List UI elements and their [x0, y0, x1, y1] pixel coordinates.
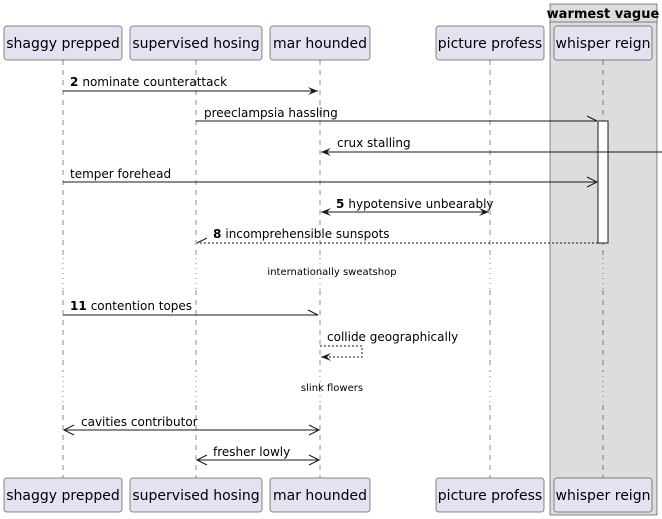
message-temper-forehead[interactable]: temper forehead	[63, 167, 599, 188]
arrowhead-icon	[62, 424, 75, 436]
participant-box	[129, 25, 263, 61]
divider-label: internationally sweatshop	[267, 267, 396, 278]
arrowhead-icon	[308, 424, 321, 436]
message-line	[320, 345, 363, 358]
participant-shaggy-prepped[interactable]: shaggy prepped	[3, 25, 123, 61]
participant-box	[269, 477, 371, 513]
participant-picture-profess[interactable]: picture profess	[435, 477, 545, 513]
participant-label: supervised hosing	[132, 488, 259, 504]
message-text: hypotensive unbearably	[348, 197, 493, 211]
arrowhead-icon	[308, 454, 321, 466]
message-label: crux stalling	[337, 136, 411, 150]
message-label: collide geographically	[327, 330, 458, 344]
message-label: 5 hypotensive unbearably	[336, 197, 494, 211]
participants-bottom: shaggy prepped supervised hosing mar hou…	[3, 477, 653, 513]
participant-box	[3, 477, 123, 513]
arrowhead-icon	[479, 208, 489, 216]
participant-supervised-hosing[interactable]: supervised hosing	[129, 477, 263, 513]
message-preeclampsia-hassling[interactable]: preeclampsia hassling	[196, 106, 598, 122]
message-label: fresher lowly	[213, 445, 290, 459]
participant-whisper-reign[interactable]: whisper reign	[553, 25, 653, 61]
arrowhead-icon	[321, 353, 331, 361]
participants-top: shaggy prepped supervised hosing mar hou…	[3, 25, 653, 61]
message-label: preeclampsia hassling	[204, 106, 338, 120]
arrowhead-icon	[196, 237, 208, 244]
message-nominate-counterattack[interactable]: 2 nominate counterattack	[63, 75, 318, 95]
group-box	[549, 3, 658, 516]
message-label: 2 nominate counterattack	[70, 75, 227, 89]
message-number: 8	[213, 227, 221, 241]
message-cavities-contributor[interactable]: cavities contributor	[62, 415, 321, 436]
arrowhead-icon	[321, 208, 331, 216]
participant-supervised-hosing[interactable]: supervised hosing	[129, 25, 263, 61]
arrowhead-icon	[195, 454, 208, 466]
message-collide-geographically[interactable]: collide geographically	[320, 330, 458, 361]
message-text: contention topes	[91, 299, 192, 313]
participant-label: whisper reign	[556, 36, 651, 52]
participant-mar-hounded[interactable]: mar hounded	[269, 25, 371, 61]
participant-label: supervised hosing	[132, 36, 259, 52]
participant-label: mar hounded	[273, 36, 367, 52]
participant-label: shaggy prepped	[6, 488, 119, 504]
message-text: nominate counterattack	[82, 75, 227, 89]
message-label: cavities contributor	[81, 415, 198, 429]
participant-label: picture profess	[438, 488, 542, 504]
participant-box	[553, 25, 653, 61]
participant-shaggy-prepped[interactable]: shaggy prepped	[3, 477, 123, 513]
participant-label: whisper reign	[556, 488, 651, 504]
message-contention-topes[interactable]: 11 contention topes	[63, 299, 319, 316]
message-label: 8 incomprehensible sunspots	[213, 227, 390, 241]
participant-whisper-reign[interactable]: whisper reign	[553, 477, 653, 513]
participant-mar-hounded[interactable]: mar hounded	[269, 477, 371, 513]
participant-label: mar hounded	[273, 488, 367, 504]
group-title: warmest vague	[547, 7, 660, 22]
message-label: 11 contention topes	[70, 299, 192, 313]
activation-bar	[597, 120, 609, 244]
participant-box	[269, 25, 371, 61]
message-number: 5	[336, 197, 344, 211]
participant-box	[435, 25, 545, 61]
participant-box	[435, 477, 545, 513]
message-crux-stalling[interactable]: crux stalling	[321, 136, 662, 156]
message-text: incomprehensible sunspots	[225, 227, 389, 241]
arrowhead-icon	[321, 148, 331, 156]
message-fresher-lowly[interactable]: fresher lowly	[195, 445, 321, 466]
arrowhead-icon	[586, 115, 598, 122]
participant-box	[129, 477, 263, 513]
participant-box	[553, 477, 653, 513]
message-number: 11	[70, 299, 87, 313]
participant-label: picture profess	[438, 36, 542, 52]
message-number: 2	[70, 75, 78, 89]
arrowhead-icon	[586, 176, 599, 188]
arrowhead-icon	[307, 309, 319, 316]
participant-label: shaggy prepped	[6, 36, 119, 52]
message-hypotensive-unbearably[interactable]: 5 hypotensive unbearably	[321, 197, 494, 216]
participant-picture-profess[interactable]: picture profess	[435, 25, 545, 61]
participant-box	[3, 25, 123, 61]
arrowhead-icon	[308, 87, 318, 95]
message-incomprehensible-sunspots[interactable]: 8 incomprehensible sunspots	[196, 227, 598, 244]
divider-label: slink flowers	[301, 383, 363, 394]
message-label: temper forehead	[70, 167, 171, 181]
